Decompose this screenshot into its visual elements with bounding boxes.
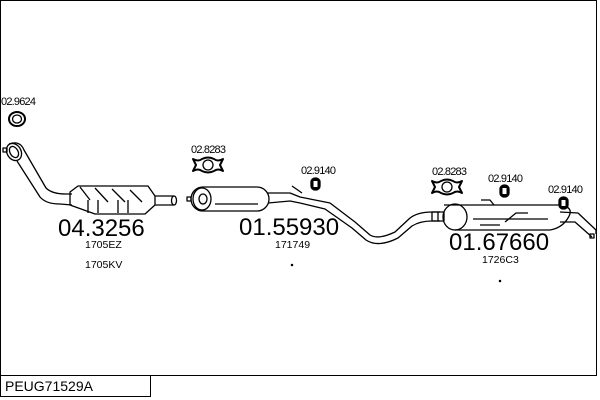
catalytic-converter-drawing[interactable] <box>2 141 178 215</box>
part-number: 01.67660 <box>449 229 549 256</box>
accessory-code: 02.9140 <box>488 173 523 185</box>
part-reference: 1705EZ <box>85 239 122 251</box>
rubber-hanger-icon[interactable] <box>499 184 510 198</box>
dot-marker <box>290 263 294 267</box>
part-reference: 1726C3 <box>482 254 519 266</box>
dot-marker <box>498 279 502 283</box>
gasket-ring-icon[interactable] <box>8 111 26 127</box>
accessory-code: 02.9140 <box>301 165 336 177</box>
flange-gasket-icon[interactable] <box>192 156 224 174</box>
part-number: 01.55930 <box>239 214 339 241</box>
accessory-code: 02.8283 <box>432 166 467 178</box>
rubber-hanger-icon[interactable] <box>310 177 321 191</box>
flange-gasket-icon[interactable] <box>431 178 463 196</box>
rear-silencer-drawing[interactable] <box>431 199 597 239</box>
rubber-hanger-icon[interactable] <box>558 196 569 210</box>
part-reference: 171749 <box>275 239 310 251</box>
accessory-code: 02.8283 <box>191 144 226 156</box>
part-number: 04.3256 <box>58 215 145 242</box>
accessory-code: 02.9624 <box>1 96 36 108</box>
front-silencer-drawing[interactable] <box>186 185 440 245</box>
diagram-code-label: PEUG71529A <box>0 376 151 397</box>
diagram-frame <box>0 0 597 376</box>
accessory-code: 02.9140 <box>548 184 583 196</box>
part-reference: 1705KV <box>85 259 122 271</box>
